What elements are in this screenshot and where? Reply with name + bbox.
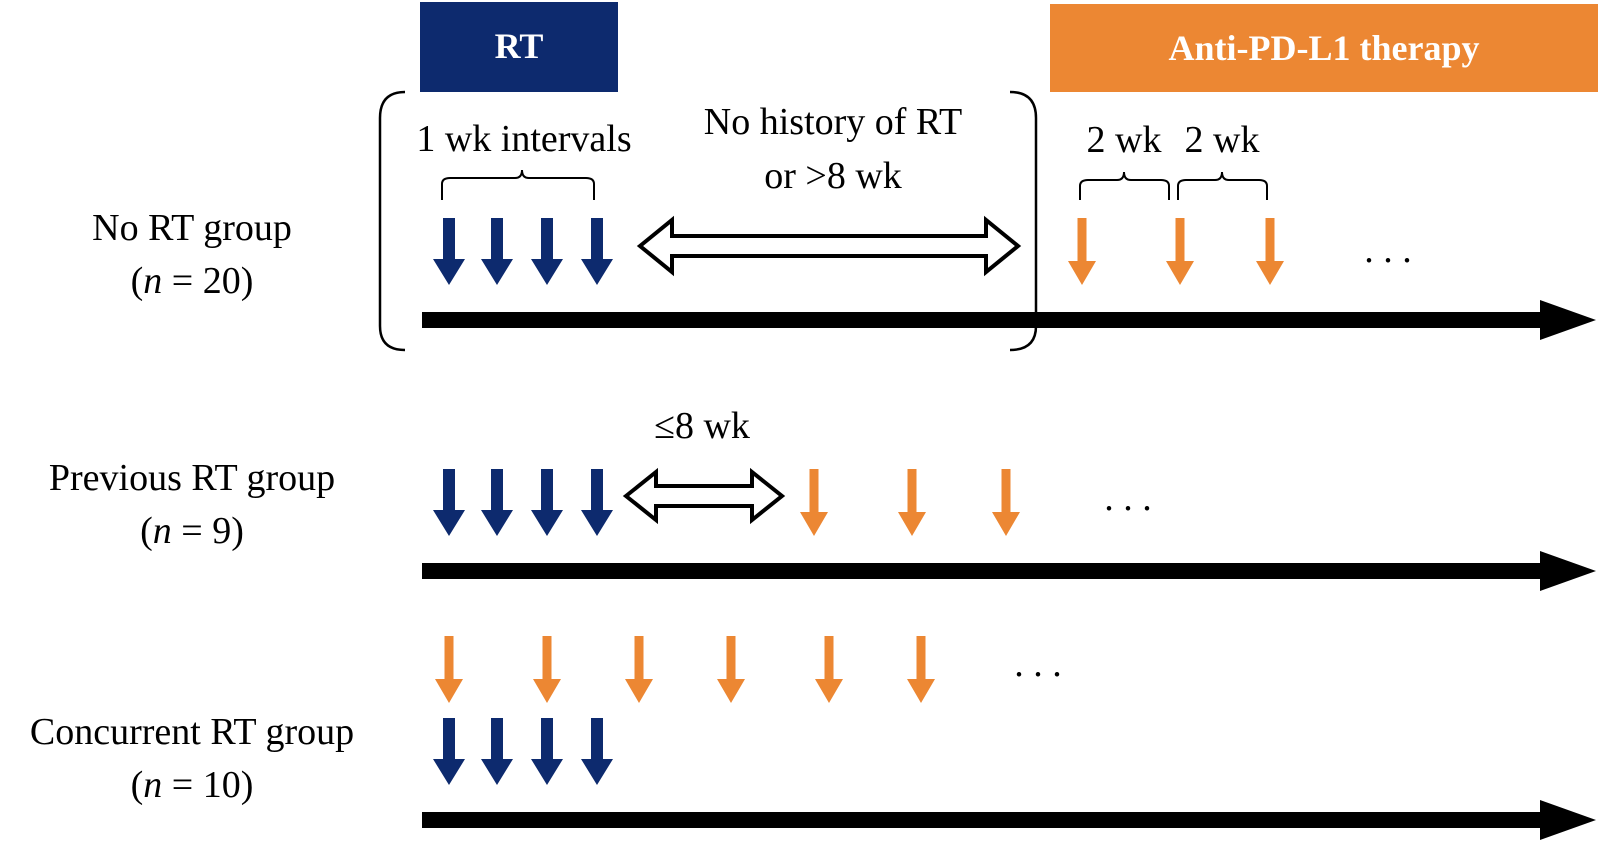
rt-dose-arrow xyxy=(531,218,563,285)
no-rt-group-bracket xyxy=(378,90,1038,352)
rt-dose-arrow xyxy=(531,718,563,785)
rt-dose-arrow xyxy=(581,718,613,785)
rt-dose-arrow xyxy=(433,218,465,285)
anti-pd-l1-dose-arrow xyxy=(435,636,463,703)
anti-pd-l1-dose-arrow xyxy=(1166,218,1194,285)
anti-pd-l1-header-box xyxy=(1050,4,1598,92)
rt-dose-arrow xyxy=(481,469,513,536)
anti-pd-l1-dose-arrow xyxy=(992,469,1020,536)
timeline-no-rt xyxy=(422,300,1596,340)
rt-dose-arrow xyxy=(481,218,513,285)
rt-dose-arrow xyxy=(433,718,465,785)
previous-gap-double-arrow xyxy=(622,467,786,525)
anti-pd-l1-dose-arrow xyxy=(800,469,828,536)
rt-dose-arrow xyxy=(581,218,613,285)
group-label-no-rt: No RT group xyxy=(92,207,292,249)
ellipsis-row3: . . . xyxy=(1014,643,1062,685)
rt-header-label: RT xyxy=(495,26,544,66)
two-week-label-b: 2 wk xyxy=(1185,119,1260,161)
anti-pd-l1-dose-arrow xyxy=(815,636,843,703)
anti-pd-l1-dose-arrow xyxy=(717,636,745,703)
group-label-previous-rt: Previous RT group xyxy=(49,457,335,499)
rt-dose-arrow xyxy=(531,469,563,536)
rt-interval-brace xyxy=(441,169,595,200)
ellipsis-row1: . . . xyxy=(1364,229,1412,271)
rt-interval-label: 1 wk intervals xyxy=(416,118,631,160)
two-week-label-a: 2 wk xyxy=(1087,119,1162,161)
no-history-label-line1: No history of RT xyxy=(704,101,962,143)
ellipsis-row2: . . . xyxy=(1104,477,1152,519)
group-n-no-rt: (n = 20) xyxy=(131,260,254,302)
two-week-brace-a xyxy=(1079,171,1170,200)
timeline-previous-rt xyxy=(422,551,1596,591)
anti-pd-l1-dose-arrow xyxy=(533,636,561,703)
anti-pd-l1-dose-arrow xyxy=(898,469,926,536)
anti-pd-l1-dose-arrow xyxy=(1256,218,1284,285)
group-label-concurrent-rt: Concurrent RT group xyxy=(30,711,354,753)
rt-dose-arrow xyxy=(581,469,613,536)
group-n-previous-rt: (n = 9) xyxy=(140,510,244,552)
rt-dose-arrow xyxy=(481,718,513,785)
two-week-brace-b xyxy=(1177,171,1268,200)
anti-pd-l1-dose-arrow xyxy=(625,636,653,703)
anti-pd-l1-dose-arrow xyxy=(1068,218,1096,285)
rt-header-box xyxy=(420,2,618,92)
rt-dose-arrow xyxy=(433,469,465,536)
anti-pd-l1-header-label: Anti-PD-L1 therapy xyxy=(1169,28,1480,68)
previous-gap-label: ≤8 wk xyxy=(654,405,750,447)
no-history-double-arrow xyxy=(636,215,1022,277)
timeline-concurrent-rt xyxy=(422,800,1596,840)
dose-arrows xyxy=(433,218,1284,785)
no-history-label-line2: or >8 wk xyxy=(764,155,902,197)
group-n-concurrent-rt: (n = 10) xyxy=(131,764,254,806)
anti-pd-l1-dose-arrow xyxy=(907,636,935,703)
